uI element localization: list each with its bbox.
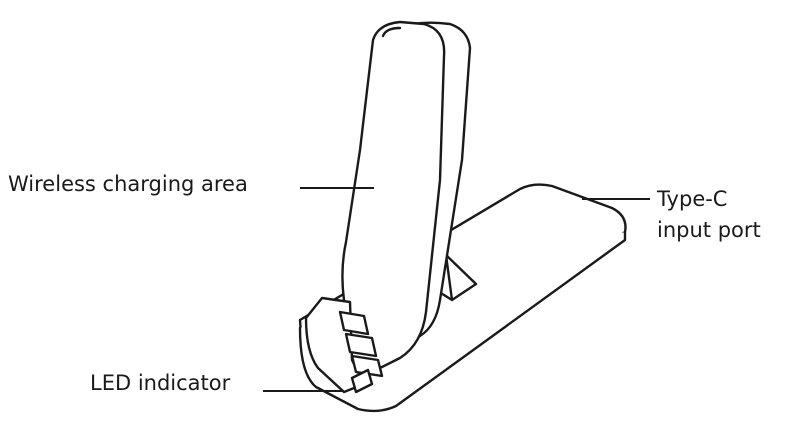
label-type-c-line1: Type-C [657, 187, 728, 211]
label-type-c-line2: input port [657, 218, 761, 242]
foot-ridge-2 [344, 332, 378, 358]
stand-front-face [341, 20, 446, 375]
foot-ridge-1 [338, 310, 370, 336]
label-led-indicator: LED indicator [90, 371, 231, 395]
label-wireless-charging-area: Wireless charging area [8, 172, 248, 196]
stand-front-edge [381, 26, 402, 38]
led-indicator-light [350, 368, 374, 394]
foot-ridge-3 [350, 354, 384, 378]
